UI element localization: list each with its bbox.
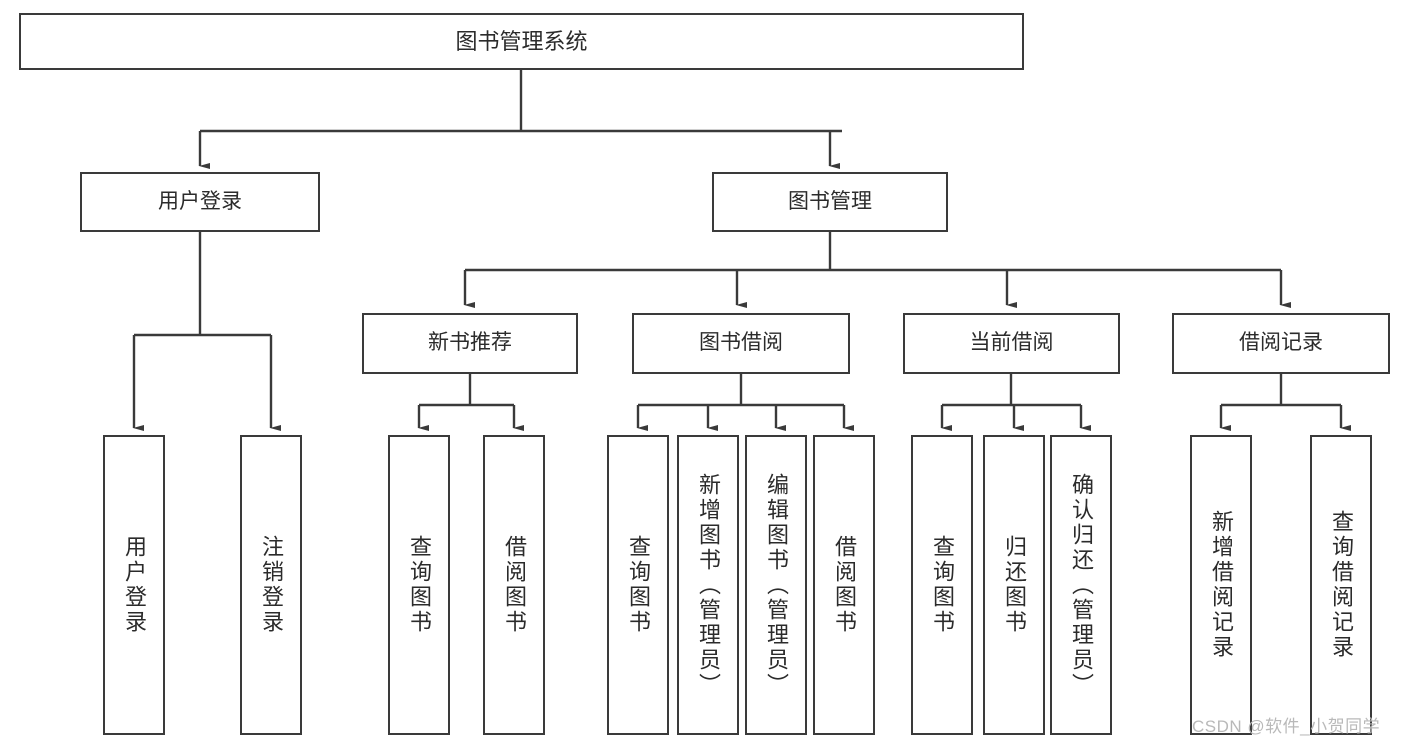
node-leaf-borrow-book-1[interactable]: 借阅图书 [483, 435, 545, 735]
node-leaf-query-book-2[interactable]: 查询图书 [607, 435, 669, 735]
node-root-label: 图书管理系统 [455, 28, 588, 54]
node-book-borrow[interactable]: 图书借阅 [632, 313, 850, 374]
node-leaf-query-book-3-label: 查询图书 [930, 535, 955, 635]
node-leaf-query-book-1-label: 查询图书 [407, 535, 432, 635]
node-current-borrow[interactable]: 当前借阅 [903, 313, 1120, 374]
node-new-book-rec[interactable]: 新书推荐 [362, 313, 578, 374]
csdn-watermark: CSDN @软件_小贺同学 [1192, 717, 1381, 736]
node-root[interactable]: 图书管理系统 [19, 13, 1024, 70]
node-user-login-label: 用户登录 [158, 189, 242, 213]
node-leaf-user-login[interactable]: 用户登录 [103, 435, 165, 735]
node-leaf-add-book[interactable]: 新增图书（管理员） [677, 435, 739, 735]
node-leaf-edit-book[interactable]: 编辑图书（管理员） [745, 435, 807, 735]
node-leaf-confirm-return[interactable]: 确认归还（管理员） [1050, 435, 1112, 735]
node-leaf-logout-label: 注销登录 [259, 535, 284, 635]
node-leaf-query-book-2-label: 查询图书 [626, 535, 651, 635]
node-leaf-query-book-1[interactable]: 查询图书 [388, 435, 450, 735]
node-leaf-add-record[interactable]: 新增借阅记录 [1190, 435, 1252, 735]
node-user-login[interactable]: 用户登录 [80, 172, 320, 232]
node-book-manage-label: 图书管理 [788, 189, 872, 213]
node-leaf-logout[interactable]: 注销登录 [240, 435, 302, 735]
node-leaf-confirm-return-label: 确认归还（管理员） [1069, 472, 1094, 698]
node-leaf-edit-book-label: 编辑图书（管理员） [764, 472, 789, 698]
node-leaf-user-login-label: 用户登录 [122, 535, 147, 635]
node-leaf-borrow-book-1-label: 借阅图书 [502, 535, 527, 635]
node-leaf-query-book-3[interactable]: 查询图书 [911, 435, 973, 735]
node-leaf-add-book-label: 新增图书（管理员） [696, 472, 721, 698]
node-leaf-query-record[interactable]: 查询借阅记录 [1310, 435, 1372, 735]
node-borrow-record[interactable]: 借阅记录 [1172, 313, 1390, 374]
node-borrow-record-label: 借阅记录 [1239, 331, 1323, 355]
node-book-manage[interactable]: 图书管理 [712, 172, 948, 232]
node-leaf-borrow-book-2-label: 借阅图书 [832, 535, 857, 635]
node-book-borrow-label: 图书借阅 [699, 331, 783, 355]
node-leaf-add-record-label: 新增借阅记录 [1209, 510, 1234, 660]
node-leaf-return-book[interactable]: 归还图书 [983, 435, 1045, 735]
node-leaf-query-record-label: 查询借阅记录 [1329, 510, 1354, 660]
node-new-book-rec-label: 新书推荐 [428, 331, 512, 355]
node-leaf-return-book-label: 归还图书 [1002, 535, 1027, 635]
node-leaf-borrow-book-2[interactable]: 借阅图书 [813, 435, 875, 735]
node-current-borrow-label: 当前借阅 [969, 331, 1054, 355]
